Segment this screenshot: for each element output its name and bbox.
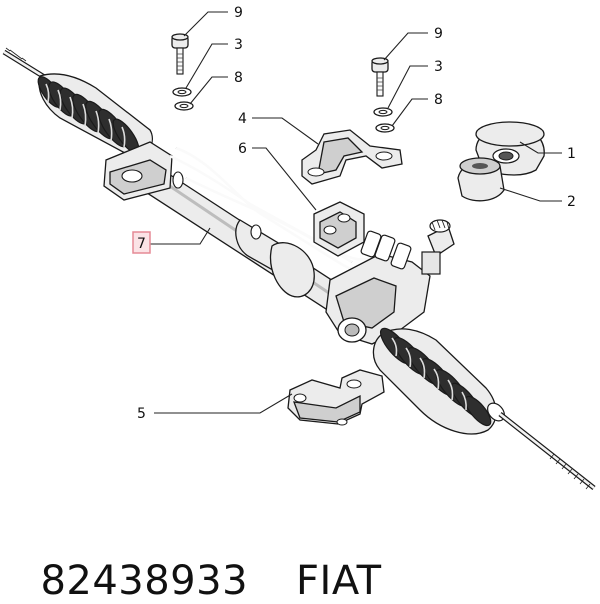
part-4-clamp	[301, 129, 403, 185]
callout-8-left: 8	[234, 70, 243, 86]
part-number: 82438933	[40, 558, 249, 604]
callout-1: 1	[567, 146, 576, 162]
callout-8-right: 8	[434, 92, 443, 108]
bolt-stack-left	[171, 33, 194, 111]
callout-7: 7	[137, 236, 146, 252]
left-tie-rod	[2, 47, 48, 81]
callout-2: 2	[567, 194, 576, 210]
part-caption: 82438933 FIAT	[14, 512, 382, 604]
part-2-mount	[457, 157, 505, 202]
callout-labels: 9 3 8 4 6 7 9 3 8 1 2 5	[132, 5, 576, 422]
steering-rack-diagram: 9 3 8 4 6 7 9 3 8 1 2 5	[2, 5, 596, 490]
part-5-bracket	[287, 369, 385, 426]
callout-9-left: 9	[234, 5, 243, 21]
valve-body	[325, 219, 455, 345]
callout-5: 5	[137, 406, 146, 422]
callout-3-left: 3	[234, 37, 243, 53]
right-tie-rod	[498, 412, 596, 490]
brand-name: FIAT	[296, 558, 382, 604]
right-bellows	[372, 327, 505, 435]
callout-9-right: 9	[434, 26, 443, 42]
callout-6: 6	[238, 141, 247, 157]
callout-4: 4	[238, 111, 247, 127]
callout-3-right: 3	[434, 59, 443, 75]
callout-7-highlight	[132, 231, 151, 254]
leader-lines	[150, 11, 562, 414]
left-bellows	[37, 73, 153, 161]
bolt-stack-right	[371, 57, 395, 133]
part-6-connector	[313, 201, 365, 257]
rack-housing	[103, 141, 391, 345]
